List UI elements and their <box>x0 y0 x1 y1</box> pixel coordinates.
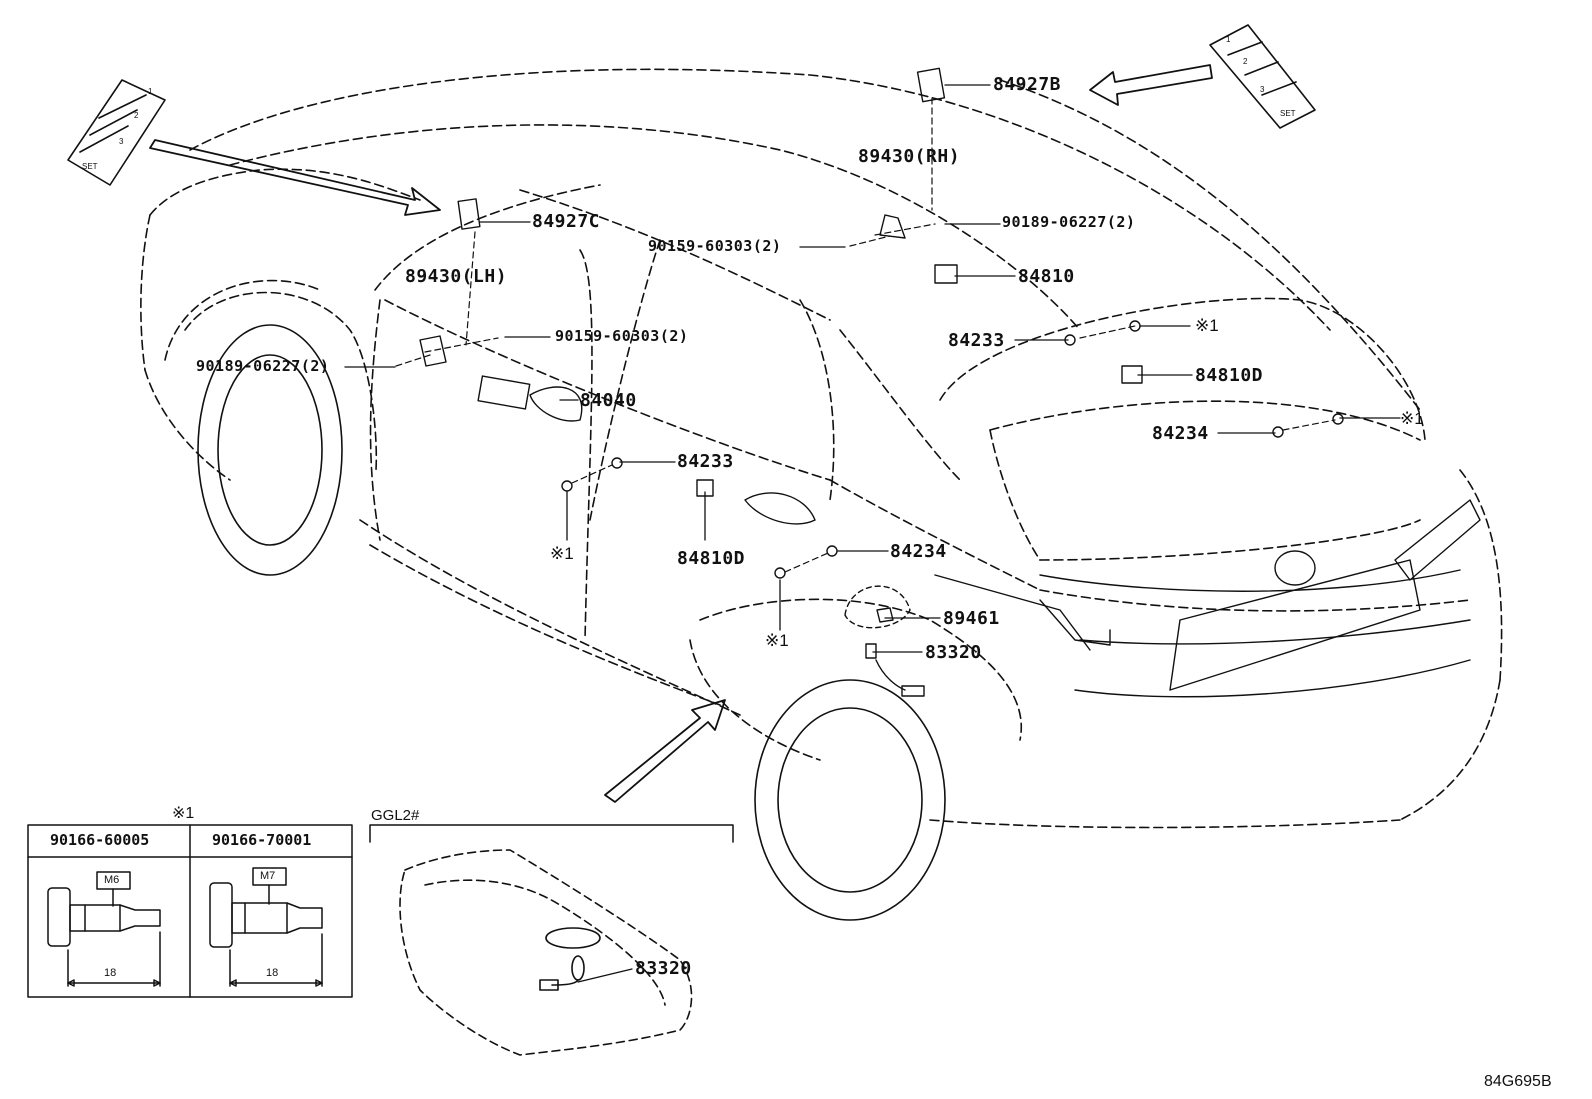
fastener-col2-part: 90166-70001 <box>212 831 312 849</box>
fastener-table <box>27 824 353 998</box>
ref-mark-center: ※1 <box>765 631 789 650</box>
fastener-col1-length: 18 <box>104 967 117 979</box>
ref-mark-left: ※1 <box>550 544 574 563</box>
callout-90159-60303-left: 90159-60303(2) <box>555 327 689 345</box>
fastener-col2-length: 18 <box>266 967 279 979</box>
ref-mark-mid-right: ※1 <box>1400 409 1424 428</box>
callout-83320-main: 83320 <box>925 642 982 663</box>
callout-84233-center: 84233 <box>677 451 734 472</box>
fastener-table-ref-mark: ※1 <box>172 805 195 822</box>
switch-left-btn2-label: 2 <box>134 111 139 120</box>
memory-switch-panel-right <box>1209 24 1316 129</box>
car-body-outline <box>140 68 1503 829</box>
switch-left-set-label: SET <box>82 162 98 171</box>
switch-right-set-label: SET <box>1280 109 1296 118</box>
inset-label: GGL2# <box>371 807 420 824</box>
rear-wheel <box>754 679 946 921</box>
alignment-dashes <box>395 97 1336 573</box>
callout-83320-inset: 83320 <box>635 958 692 979</box>
callout-89430-rh: 89430(RH) <box>858 146 961 167</box>
callout-84927B: 84927B <box>993 74 1062 95</box>
switch-right-btn2-label: 2 <box>1243 57 1248 66</box>
callout-90159-60303-top: 90159-60303(2) <box>648 237 782 255</box>
front-wheel <box>197 324 343 576</box>
fastener-col1-part: 90166-60005 <box>50 831 150 849</box>
fastener-col2-thread: M7 <box>260 870 276 882</box>
callout-84040: 84040 <box>580 390 637 411</box>
memory-switch-panel-left <box>67 79 166 186</box>
callout-84810D-center: 84810D <box>677 548 746 569</box>
callout-84234-right: 84234 <box>1152 423 1209 444</box>
callout-84810D-right: 84810D <box>1195 365 1264 386</box>
switch-left-btn1-label: 1 <box>148 87 153 96</box>
callout-84810: 84810 <box>1018 266 1075 287</box>
ggl2-inset <box>369 824 734 1056</box>
leader-lines <box>344 84 1401 983</box>
callout-89461: 89461 <box>943 608 1000 629</box>
rear-details <box>934 499 1481 698</box>
fastener-col1-thread: M6 <box>104 874 120 886</box>
callout-84927C: 84927C <box>532 211 601 232</box>
callout-84234-center: 84234 <box>890 541 947 562</box>
drawing-id: 84G695B <box>1484 1073 1552 1090</box>
switch-left-btn3-label: 3 <box>119 137 124 146</box>
switch-right-btn1-label: 1 <box>1226 35 1231 44</box>
callout-90189-06227-left: 90189-06227(2) <box>196 357 330 375</box>
callout-84233-right: 84233 <box>948 330 1005 351</box>
switch-right-btn3-label: 3 <box>1260 85 1265 94</box>
direction-arrows <box>149 64 1213 803</box>
ref-mark-top-right: ※1 <box>1195 316 1219 335</box>
callout-89430-lh: 89430(LH) <box>405 266 508 287</box>
part-glyphs <box>419 67 1344 697</box>
callout-90189-06227-right: 90189-06227(2) <box>1002 213 1136 231</box>
